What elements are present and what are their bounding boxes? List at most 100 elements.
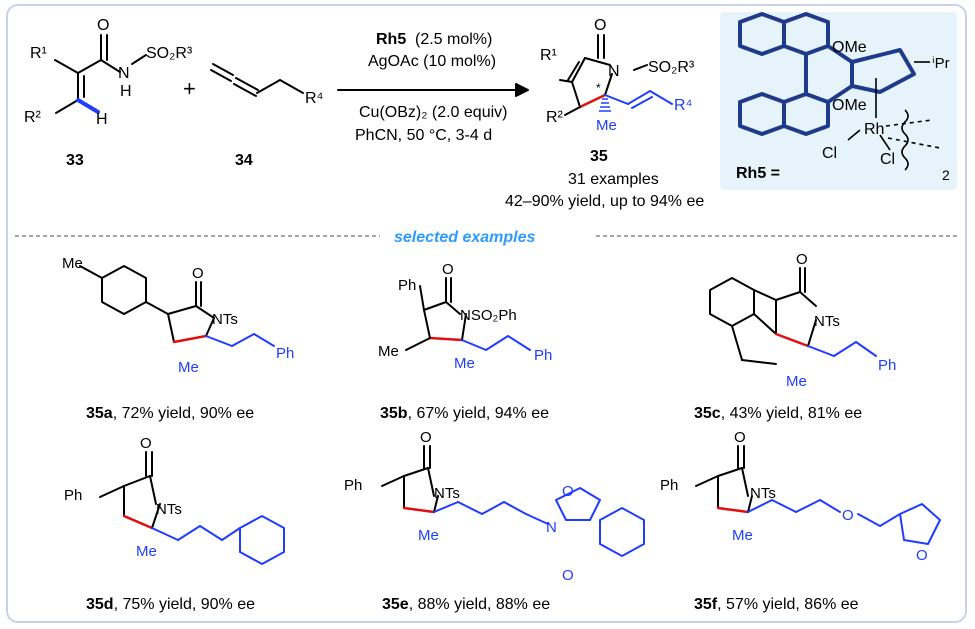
structure-35e — [381, 445, 645, 557]
dimer-subscript: 2 — [942, 167, 950, 183]
n-label-35: N — [608, 63, 620, 80]
caption-35c-id: 35c — [694, 405, 721, 422]
structure-35c — [709, 267, 877, 365]
rh5-box — [720, 12, 957, 190]
compound-35-structure — [559, 34, 673, 116]
r2-label: R² — [24, 109, 42, 126]
me-35b: Me — [378, 343, 399, 360]
so2r3-label-35: SO₂R³ — [648, 59, 695, 76]
caption-35d: 35d, 75% yield, 90% ee — [86, 596, 255, 613]
svg-text:35f, 57% yield, 86% ee: 35f, 57% yield, 86% ee — [694, 596, 859, 613]
o-35a: O — [192, 265, 204, 282]
ph-35e: Ph — [344, 477, 362, 494]
nts-35a: NTs — [212, 311, 238, 328]
cl-right-label: Cl — [880, 151, 895, 168]
o-35e-bottom: O — [562, 567, 574, 584]
caption-35e-id: 35e — [382, 596, 409, 613]
r1-label-35: R¹ — [540, 47, 557, 64]
ph-35d: Ph — [64, 487, 82, 504]
me-35a: Me — [62, 255, 83, 272]
solvent-temp-time: PhCN, 50 °C, 3-4 d — [355, 127, 492, 144]
catalyst-name: Rh5 — [376, 31, 406, 48]
caption-35d-id: 35d — [86, 596, 114, 613]
caption-35c: 35c, 43% yield, 81% ee — [694, 405, 862, 422]
compound-35-label: 35 — [590, 148, 608, 165]
structure-35d — [99, 451, 285, 565]
o-label-33: O — [97, 17, 109, 34]
caption-35c-result: , 43% yield, 81% ee — [721, 405, 863, 422]
svg-text:35c, 43% yield, 81% ee: 35c, 43% yield, 81% ee — [694, 405, 862, 422]
n-label-33: N — [118, 65, 130, 82]
caption-35b: 35b, 67% yield, 94% ee — [380, 405, 549, 422]
rh5-label: Rh5 = — [736, 165, 780, 182]
r1-label: R¹ — [30, 45, 47, 62]
svg-text:35e, 88% yield, 88% ee: 35e, 88% yield, 88% ee — [382, 596, 550, 613]
o-35e: O — [420, 429, 432, 446]
scope-summary: 42–90% yield, up to 94% ee — [505, 193, 704, 210]
caption-35b-result: , 67% yield, 94% ee — [408, 405, 550, 422]
so2r3-label-33: SO₂R³ — [146, 45, 193, 62]
svg-text:35b, 67% yield, 94% ee: 35b, 67% yield, 94% ee — [380, 405, 549, 422]
me-35e-blue: Me — [418, 527, 439, 544]
ph-35c-blue: Ph — [878, 357, 896, 374]
me-35c-blue: Me — [786, 373, 807, 390]
o-35e-top: O — [562, 483, 574, 500]
rh5-ligand — [738, 12, 916, 136]
additive: AgOAc (10 mol%) — [368, 53, 496, 70]
nso2ph-35b: NSO₂Ph — [460, 307, 517, 324]
o-35c: O — [796, 251, 808, 268]
caption-35e-result: , 88% yield, 88% ee — [409, 596, 551, 613]
me-35f-blue: Me — [732, 527, 753, 544]
compound-34-label: 34 — [235, 152, 253, 169]
scope-count: 31 examples — [568, 171, 659, 188]
r4-label-34: R⁴ — [305, 90, 324, 107]
ome-top-label: OMe — [832, 39, 867, 56]
rh-label: Rh — [864, 121, 884, 138]
me-35a-blue: Me — [178, 359, 199, 376]
o-35d: O — [140, 435, 152, 452]
cl-left-label: Cl — [822, 145, 837, 162]
caption-35d-result: , 75% yield, 90% ee — [114, 596, 256, 613]
compound-34-structure — [210, 63, 304, 97]
o-35b: O — [442, 261, 454, 278]
o-35f-ether: O — [842, 507, 854, 524]
r4-label-35: R⁴ — [674, 97, 693, 114]
nh-label-33: H — [120, 83, 132, 100]
caption-35a: 35a, 72% yield, 90% ee — [86, 405, 254, 422]
catalyst-loading: (2.5 mol%) — [415, 31, 492, 48]
svg-text:35d, 75% yield, 90% ee: 35d, 75% yield, 90% ee — [86, 596, 255, 613]
svg-text:35a, 72% yield, 90% ee: 35a, 72% yield, 90% ee — [86, 405, 254, 422]
me-35d-blue: Me — [136, 543, 157, 560]
structure-35a — [79, 265, 275, 347]
caption-35f-id: 35f — [694, 596, 718, 613]
compound-33-structure — [54, 34, 147, 114]
structure-35b — [405, 277, 531, 351]
caption-35f-result: , 57% yield, 86% ee — [717, 596, 859, 613]
caption-35f: 35f, 57% yield, 86% ee — [694, 596, 859, 613]
caption-35b-id: 35b — [380, 405, 408, 422]
ome-bottom-label: OMe — [832, 97, 867, 114]
structure-35f — [695, 445, 941, 545]
caption-35e: 35e, 88% yield, 88% ee — [382, 596, 550, 613]
rh5-metal-bonds — [847, 61, 941, 171]
o-label-35: O — [594, 17, 606, 34]
ph-35a: Ph — [276, 345, 294, 362]
stereocenter-star: * — [596, 81, 601, 95]
me-label-35: Me — [596, 117, 617, 134]
stereo-hash — [599, 98, 611, 112]
nts-35e: NTs — [434, 485, 460, 502]
scheme-frame — [6, 4, 967, 623]
compound-33-label: 33 — [66, 152, 84, 169]
ipr-label: ⁱPr — [932, 55, 950, 72]
plus-sign: + — [183, 76, 196, 101]
h-label-33: H — [96, 111, 108, 128]
n-35e-blue: N — [546, 519, 557, 536]
r2-label-35: R² — [546, 109, 564, 126]
o-35f: O — [734, 429, 746, 446]
o-35f-furan: O — [916, 547, 928, 564]
oxidant: Cu(OBz)₂ (2.0 equiv) — [359, 104, 507, 121]
caption-35a-result: , 72% yield, 90% ee — [113, 405, 255, 422]
me-35b-blue: Me — [454, 355, 475, 372]
nts-35f: NTs — [750, 485, 776, 502]
